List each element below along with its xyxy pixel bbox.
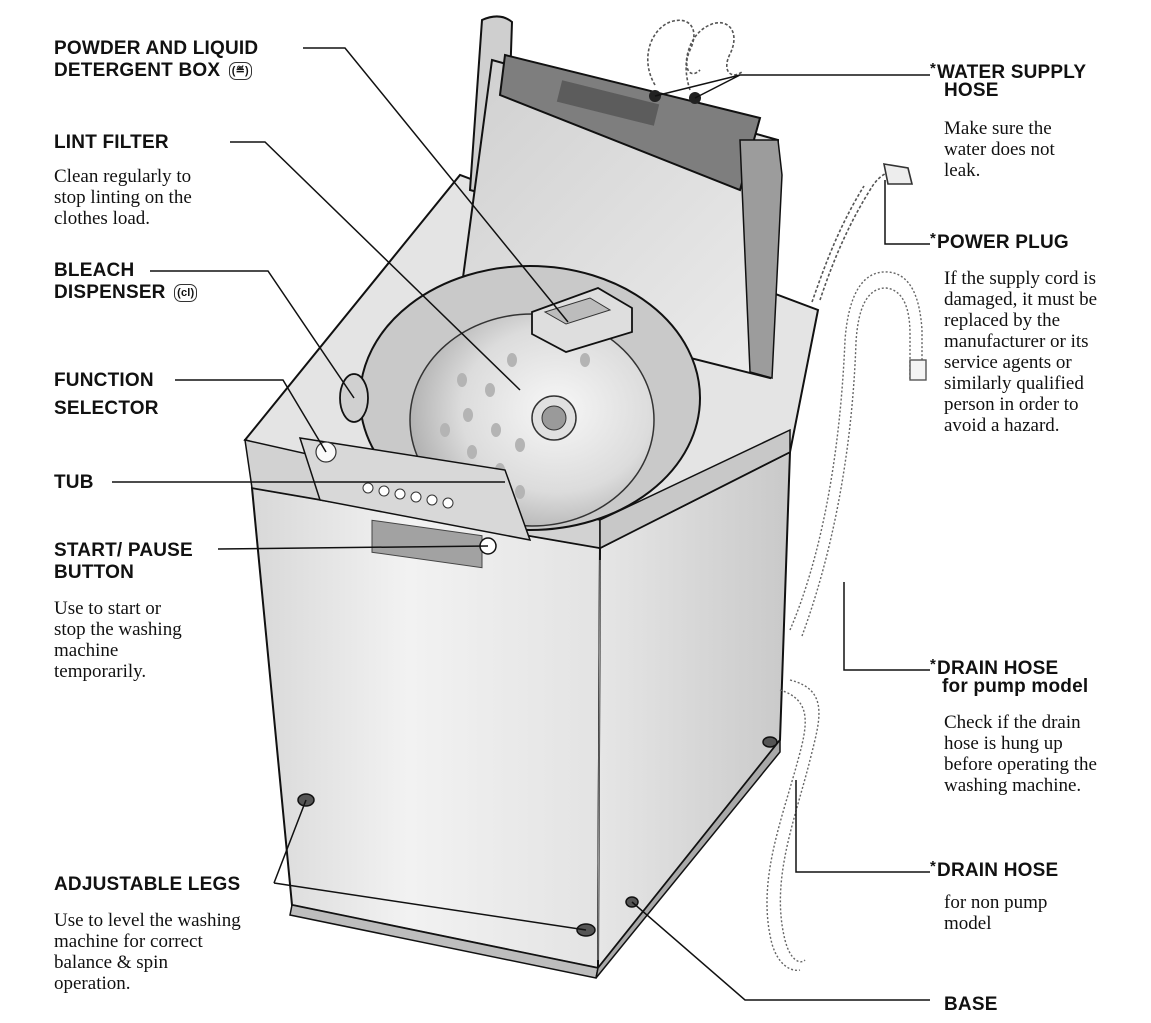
desc-adjustable-legs: Use to level the washing machine for cor… [54,910,241,994]
asterisk-mark: * [930,656,937,673]
asterisk-mark: * [930,858,937,875]
label-function-selector: FUNCTION SELECTOR [54,370,159,419]
drain-hose-pump [789,271,927,637]
detergent-box [531,287,633,353]
label-drain-hose-pump: *DRAIN HOSE for pump model [930,656,1089,697]
label-drain-hose-nonpump: *DRAIN HOSE [930,858,1059,881]
leader-adjustable-legs [273,799,587,931]
label-water-supply-hose: *WATER SUPPLY HOSE [930,60,1087,101]
label-base: BASE [944,994,998,1015]
desc-lint-filter: Clean regularly to stop linting on the c… [54,166,192,229]
label-lint-filter: LINT FILTER [54,132,169,153]
label-tub: TUB [54,472,94,493]
label-powder-box-line1: POWDER AND LIQUID [54,38,259,59]
label-adjustable-legs: ADJUSTABLE LEGS [54,874,241,895]
power-cord [811,163,914,303]
label-power-plug: *POWER PLUG [930,230,1069,253]
desc-drain-hose-nonpump: for non pump model [944,892,1048,934]
leader-lines [112,47,930,1001]
leader-drain-pump [843,582,930,671]
leader-drain-nonpump [795,780,930,873]
leader-lint-filter [230,141,521,391]
label-start-pause: START/ PAUSE BUTTON [54,540,193,583]
desc-drain-hose-pump: Check if the drain hose is hung up befor… [944,712,1097,796]
desc-start-pause: Use to start or stop the washing machine… [54,598,182,682]
leader-bleach [150,270,355,399]
label-bleach-dispenser: BLEACH DISPENSER (cl) [54,260,198,304]
label-powder-box: POWDER AND LIQUID DETERGENT BOX (≝) [54,38,258,82]
leader-powder-box [303,47,569,323]
detergent-symbol-icon: (≝) [228,62,252,80]
leader-function-selector [175,379,327,453]
asterisk-mark: * [930,60,937,77]
desc-water-supply-hose: Make sure the water does not leak. [944,118,1055,181]
control-panel [298,437,532,569]
water-supply-hoses [647,19,743,104]
asterisk-mark: * [930,230,937,247]
legs [297,736,778,937]
leader-water-supply [654,74,930,99]
leader-base [631,901,930,1001]
leader-power-plug [884,180,930,245]
bleach-symbol-icon: (cl) [174,284,198,302]
drain-hose-nonpump [766,679,820,971]
leader-start-pause [217,545,489,550]
desc-power-plug: If the supply cord is damaged, it must b… [944,268,1098,436]
label-powder-box-line2: DETERGENT BOX [54,60,221,81]
